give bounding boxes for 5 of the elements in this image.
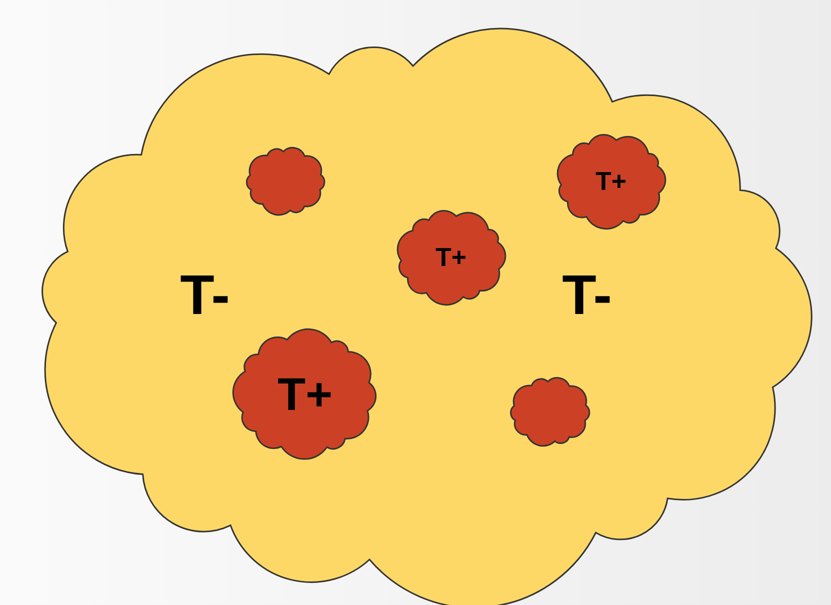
cloud-label: T+ bbox=[595, 168, 627, 194]
cloud-label: T- bbox=[180, 267, 230, 323]
cloud-label: T+ bbox=[435, 244, 467, 270]
cloud-label: T+ bbox=[278, 371, 332, 417]
cloud-label: T- bbox=[562, 267, 612, 323]
